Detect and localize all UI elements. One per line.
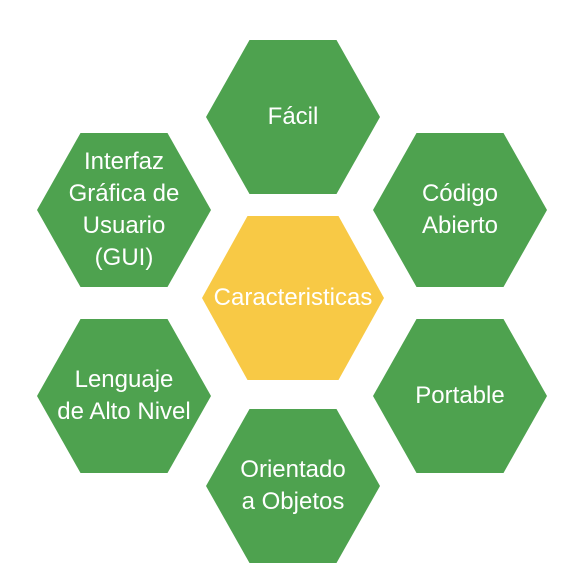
hex-center-label: Caracteristicas <box>213 284 373 311</box>
hex-node-facil: Fácil <box>206 40 380 194</box>
hex-node-label: Código Abierto <box>421 180 499 239</box>
hex-node-label: Fácil <box>267 103 319 130</box>
hex-node-label: Portable <box>415 382 505 409</box>
hex-node-label: Lenguaje de Alto Nivel <box>57 366 191 425</box>
hex-node-lenguaje-alto-nivel: Lenguaje de Alto Nivel <box>37 319 211 473</box>
hex-center-caracteristicas: Caracteristicas <box>202 216 384 380</box>
hex-node-codigo-abierto: Código Abierto <box>373 133 547 287</box>
hex-node-label: Interfaz Gráfica de Usuario (GUI) <box>68 148 180 271</box>
hex-node-orientado-objetos: Orientado a Objetos <box>206 409 380 563</box>
hex-node-portable: Portable <box>373 319 547 473</box>
hex-node-interfaz-grafica: Interfaz Gráfica de Usuario (GUI) <box>37 133 211 287</box>
hex-node-label: Orientado a Objetos <box>240 456 346 515</box>
